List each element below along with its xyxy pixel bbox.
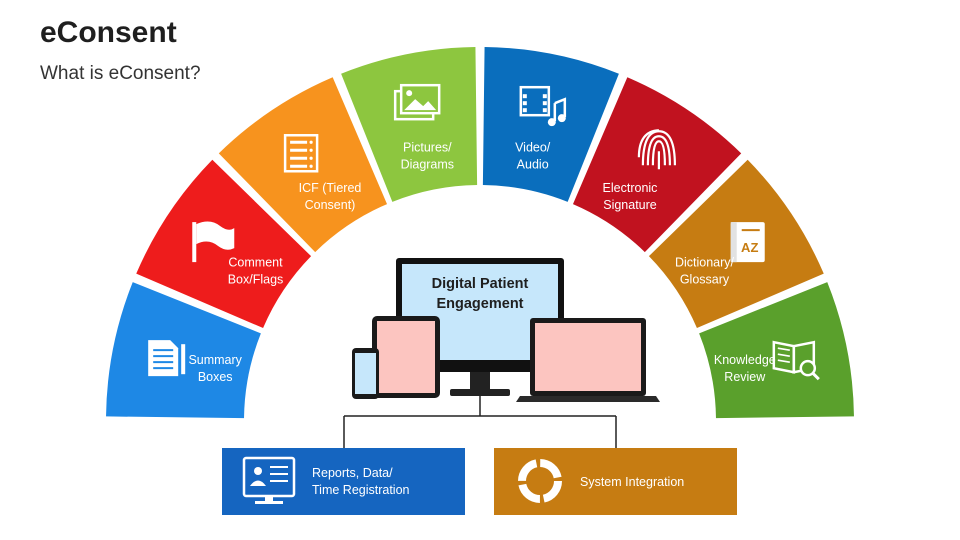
- arc-segment-label: Knowledge: [714, 353, 776, 367]
- arc-segment-shape: [218, 77, 388, 253]
- server-rack-icon: [283, 134, 319, 173]
- arc-segment-4: Video/Audio: [482, 47, 619, 202]
- page-title: eConsent: [40, 16, 177, 49]
- arc-segment-label: Dictionary/: [675, 255, 735, 269]
- center-label-line-1: Digital Patient: [432, 276, 529, 292]
- arc-segment-shape: [341, 47, 478, 202]
- reports-box: Reports, Data/ Time Registration: [222, 448, 465, 515]
- book-search-icon: [772, 340, 820, 381]
- dictionary-icon: AZ: [730, 222, 765, 263]
- arc-segment-label: Pictures/: [403, 141, 452, 155]
- smartphone: [352, 348, 379, 399]
- pictures-icon: [393, 83, 441, 121]
- arc-segment-label: Video/: [515, 141, 551, 155]
- arc-segment-label: Diagrams: [401, 158, 455, 172]
- video-audio-icon: [519, 85, 567, 127]
- arc-segment-label: Glossary: [680, 272, 730, 286]
- arc-segment-label: Audio: [517, 158, 549, 172]
- report-screen-icon: [242, 456, 296, 504]
- flag-icon: [192, 221, 235, 263]
- devices-illustration: Digital Patient Engagement: [352, 258, 660, 402]
- arc-segment-label: Boxes: [198, 370, 233, 384]
- tablet: [372, 316, 440, 398]
- arc-segment-label: ICF (Tiered: [299, 181, 362, 195]
- arc-segment-label: Summary: [188, 353, 242, 367]
- arc-segment-label: Electronic: [603, 181, 658, 195]
- page-subtitle: What is eConsent?: [40, 63, 201, 84]
- arc-segment-label: Consent): [305, 198, 356, 212]
- document-icon: [148, 340, 186, 377]
- arc-segment-label: Box/Flags: [228, 272, 284, 286]
- connector-lines: [343, 396, 617, 448]
- system-integration-label: System Integration: [580, 475, 684, 489]
- reports-label-line-1: Reports, Data/: [312, 466, 393, 480]
- arc-segment-3: Pictures/Diagrams: [341, 47, 478, 202]
- dictionary-icon-text: AZ: [741, 240, 758, 255]
- system-integration-box: System Integration: [494, 448, 737, 515]
- arc-segment-label: Comment: [228, 255, 283, 269]
- laptop: [516, 318, 660, 402]
- fingerprint-icon: [637, 129, 676, 170]
- arc-segment-shape: [699, 282, 854, 419]
- arc-segment-shape: [572, 77, 742, 253]
- reports-label-line-2: Time Registration: [312, 483, 410, 497]
- center-label-line-2: Engagement: [436, 296, 523, 312]
- arc-segment-6: AZ Dictionary/Glossary: [648, 159, 824, 329]
- arc-segment-label: Review: [724, 370, 766, 384]
- integration-ring-icon: [518, 459, 562, 503]
- arc-segment-label: Signature: [603, 198, 657, 212]
